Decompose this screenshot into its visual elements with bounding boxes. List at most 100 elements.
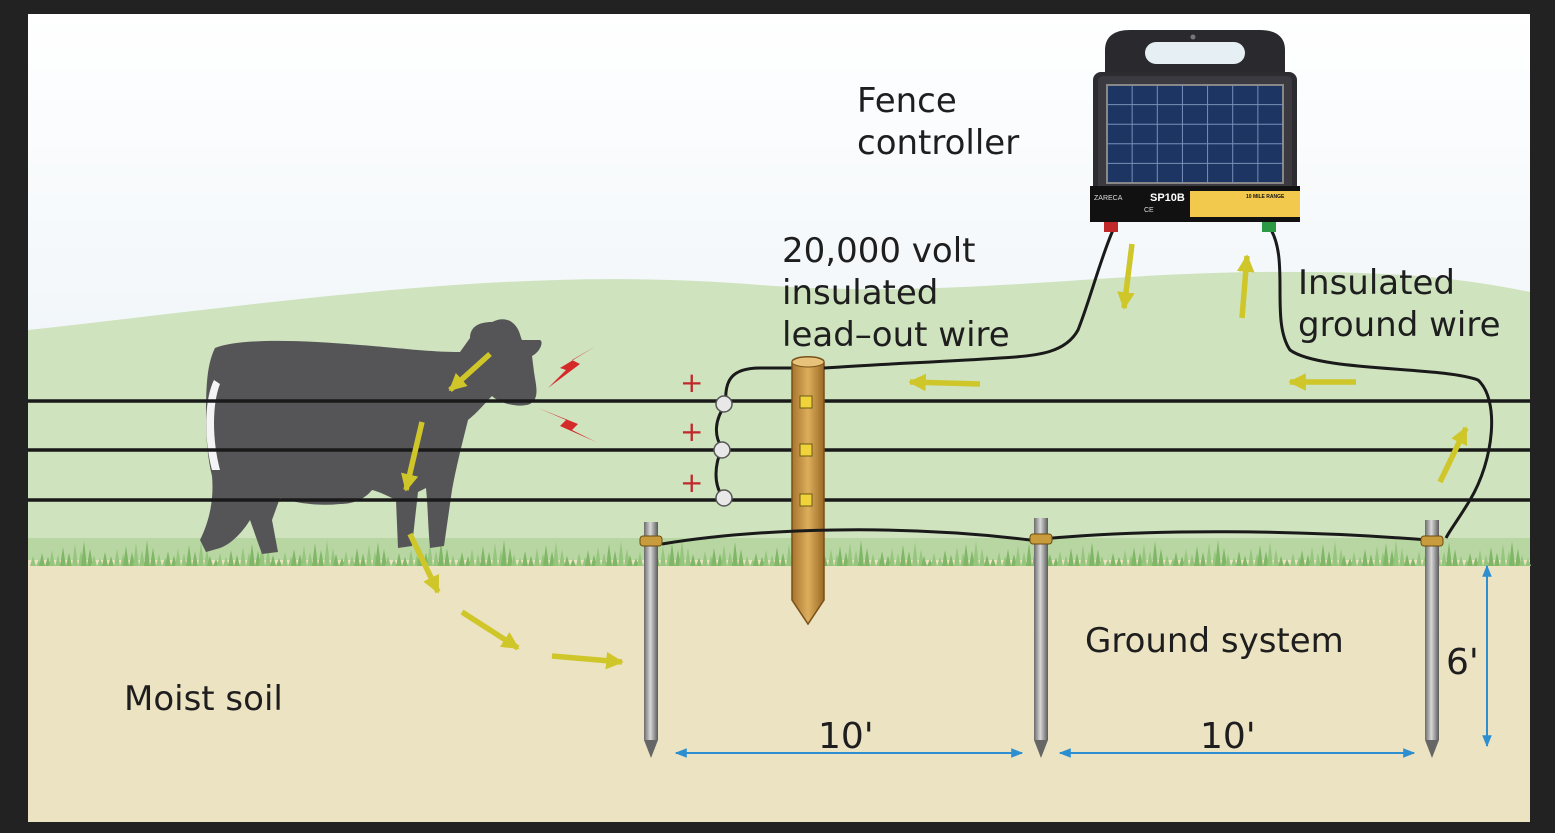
grass-tuft [144, 540, 156, 566]
grass-tuft [1152, 541, 1164, 566]
lightning-bolt-icon [538, 408, 596, 442]
grass-tuft [1500, 544, 1512, 566]
grass-tuft [1080, 545, 1092, 566]
grass-tuft [1194, 546, 1206, 566]
grass-tuft [1131, 547, 1143, 566]
grass-tuft [240, 547, 252, 566]
grass-tuft [301, 546, 313, 566]
grass-tuft [175, 548, 187, 566]
grass-tuft [469, 549, 481, 566]
grass-tuft [847, 543, 859, 566]
grass-tuft [165, 551, 177, 566]
grass-tuft [1290, 553, 1302, 566]
grass-tuft [534, 548, 546, 566]
soil [28, 560, 1530, 822]
ground-terminal [1262, 222, 1276, 232]
arrow-icon [401, 421, 425, 492]
grass-tuft [102, 552, 114, 566]
grass-tuft [973, 541, 985, 566]
grass-tuft [1383, 543, 1395, 566]
grass-tuft [984, 555, 996, 566]
grass-tuft [427, 544, 439, 566]
grass-tuft [1519, 555, 1531, 566]
grass-tuft [618, 541, 630, 566]
grass-tuft [711, 548, 723, 566]
grass-tuft [1110, 553, 1122, 566]
grass-tuft [1393, 540, 1405, 566]
label-lead-out-wire: 20,000 volt insulated lead–out wire [782, 231, 1010, 355]
grass-tuft [438, 541, 450, 566]
grass-tuft [249, 544, 261, 566]
grass-tuft [1488, 547, 1500, 566]
arrow-icon [1236, 254, 1255, 319]
grass-tuft [459, 552, 471, 566]
label-rod-depth: 6' [1446, 642, 1479, 683]
grass-tuft [396, 553, 408, 566]
positive-markers: + + + [680, 366, 703, 499]
grass-tuft [721, 545, 733, 566]
grass-tuft [732, 542, 744, 566]
grass-tuft [763, 550, 775, 566]
grass-tuft [889, 548, 901, 566]
grass-tuft [1047, 554, 1059, 566]
grass-tuft [30, 556, 42, 566]
grass-tuft [480, 546, 492, 566]
grass-tuft [543, 545, 555, 566]
arrow-icon [1437, 426, 1469, 484]
grass-tuft [1362, 549, 1374, 566]
grass-tuft [333, 554, 345, 566]
grass-tuft [585, 550, 597, 566]
grass-tuft [1509, 541, 1521, 566]
grass-tuft [91, 555, 103, 566]
grass-tuft [375, 542, 387, 566]
grass-tuft [291, 549, 303, 566]
ground-rod [1420, 520, 1444, 758]
grass-tuft [1267, 542, 1279, 566]
lead-out-wire [823, 229, 1115, 370]
grass-tuft [60, 547, 72, 566]
grass-tuft [207, 556, 219, 566]
grass-tuft [343, 551, 355, 566]
grass-tuft [702, 551, 714, 566]
grass-tuft [595, 547, 607, 566]
grass-tuft [996, 552, 1008, 566]
ground-rod [639, 522, 663, 758]
grass-tuft [1183, 549, 1195, 566]
arrow-icon [551, 651, 624, 670]
grass-tuft [1057, 551, 1069, 566]
grass-tuft [690, 554, 702, 566]
grass-tuft [1341, 555, 1353, 566]
insulator [799, 395, 813, 409]
grass-tufts [30, 540, 1531, 566]
grass-tuft [501, 540, 513, 566]
grass-tuft [1351, 552, 1363, 566]
arrow-icon [908, 373, 981, 392]
grass-tuft [1257, 545, 1269, 566]
label-moist-soil: Moist soil [124, 679, 283, 719]
grass-tuft [522, 551, 534, 566]
grass-tuft [954, 547, 966, 566]
grass-tuft [744, 556, 756, 566]
grass-tuft [1068, 548, 1080, 566]
grass-tuft [114, 549, 126, 566]
grass-tuft [312, 543, 324, 566]
grass-tuft [270, 555, 282, 566]
grass-tuft [1089, 542, 1101, 566]
grass-tuft [870, 554, 882, 566]
insulator [799, 443, 813, 457]
grass-tuft [1122, 550, 1134, 566]
grass-tuft [1458, 556, 1470, 566]
grass-tuft [1299, 550, 1311, 566]
grass-tuft [1173, 552, 1185, 566]
grass-tuft [1206, 543, 1218, 566]
grass-tuft [123, 546, 135, 566]
arrow-icon [407, 532, 441, 594]
grass-tuft [576, 553, 588, 566]
label-fence-controller: Fence controller [857, 81, 1019, 163]
grass-tuft [828, 549, 840, 566]
arrow-icon [1117, 243, 1135, 310]
grass-tuft [492, 543, 504, 566]
label-spacing-right: 10' [1200, 716, 1256, 757]
controller-brand: ZARECA [1094, 195, 1123, 202]
